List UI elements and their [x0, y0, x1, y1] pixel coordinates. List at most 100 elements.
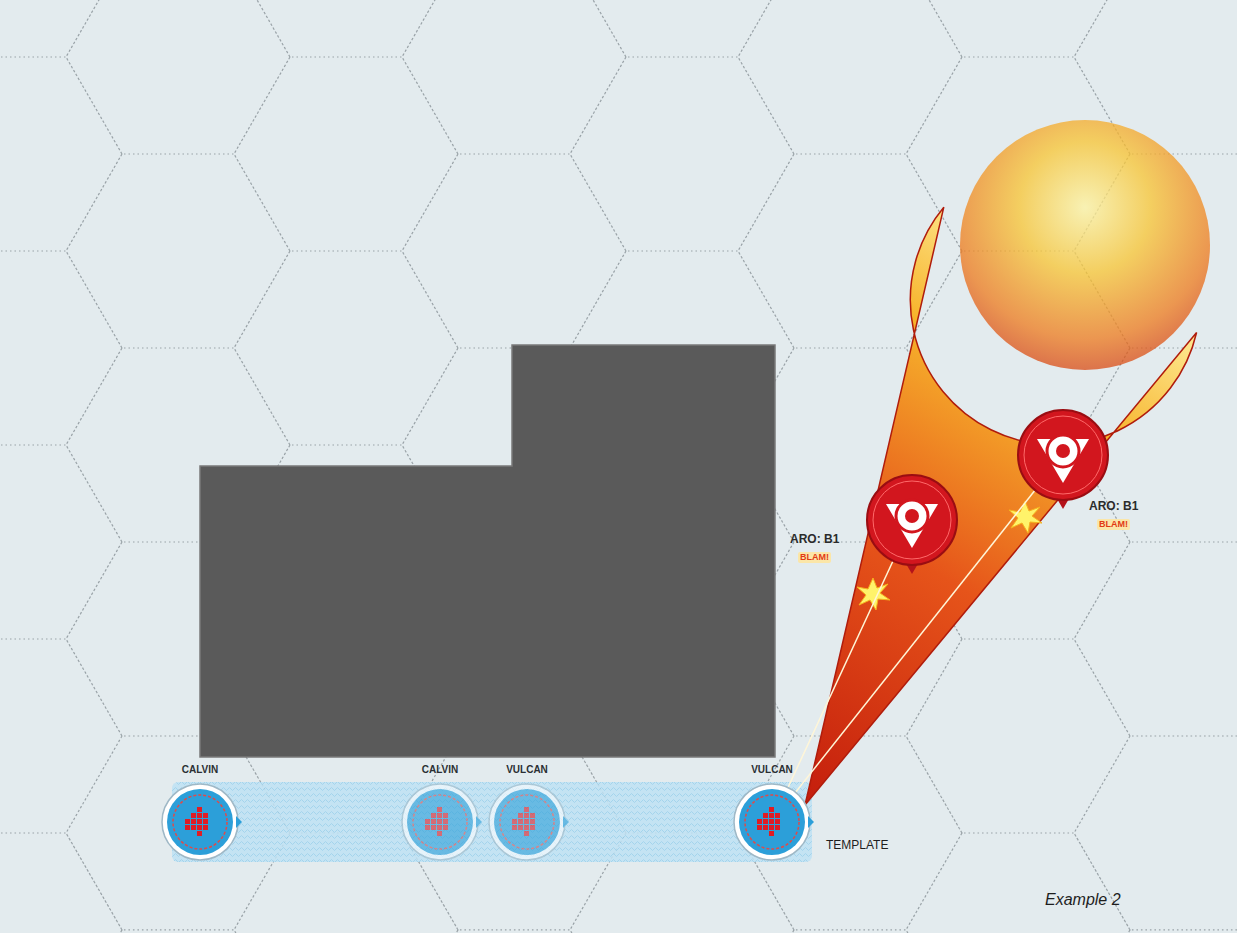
token-icon: [775, 813, 780, 818]
token-icon: [431, 819, 436, 824]
enemy-token: ARO: B1BLAM!: [1016, 408, 1110, 502]
token-icon: [203, 813, 208, 818]
token-icon: [524, 813, 529, 818]
token-icon: [437, 813, 442, 818]
token-icon: [769, 825, 774, 830]
enemy-token: ARO: B1BLAM!: [865, 473, 959, 567]
token-icon: [775, 819, 780, 824]
token-icon: [769, 807, 774, 812]
aro-callout: ARO: B1 BLAM!: [1089, 499, 1138, 531]
token-icon: [203, 819, 208, 824]
token-face: [167, 789, 233, 855]
aro-callout: ARO: B1 BLAM!: [790, 532, 839, 564]
token-icon: [1047, 435, 1079, 467]
token-icon: [191, 825, 196, 830]
example-caption: Example 2: [1045, 891, 1121, 909]
trooper-token: [487, 782, 567, 862]
movement-band: [172, 782, 812, 862]
blam-tag: BLAM!: [798, 552, 831, 563]
token-icon: [437, 807, 442, 812]
token-icon: [443, 813, 448, 818]
token-icon: [518, 819, 523, 824]
token-icon: [443, 825, 448, 830]
facing-marker: [808, 816, 814, 828]
token-face: [867, 475, 957, 565]
facing-marker: [476, 816, 482, 828]
line-of-fire: [788, 561, 893, 788]
token-icon: [197, 813, 202, 818]
facing-marker: [236, 816, 242, 828]
token-icon: [431, 825, 436, 830]
token-face: [407, 789, 473, 855]
token-icon: [905, 509, 919, 523]
aro-label: ARO: B1: [1089, 499, 1138, 513]
token-icon: [512, 819, 517, 824]
trooper-token: [160, 782, 240, 862]
token-ring: [500, 795, 554, 849]
token-icon: [763, 813, 768, 818]
token-icon: [524, 825, 529, 830]
token-rim: [489, 784, 565, 860]
trooper-token: VULCAN: [487, 760, 567, 862]
token-icon: [437, 819, 442, 824]
token-icon: [518, 825, 523, 830]
token-icon: [518, 813, 523, 818]
token-icon: [437, 825, 442, 830]
token-icon: [197, 825, 202, 830]
token-icon: [530, 825, 535, 830]
token-icon: [203, 825, 208, 830]
token-face: [739, 789, 805, 855]
token-icon: [769, 819, 774, 824]
flame-glow: [960, 120, 1210, 370]
token-icon: [769, 813, 774, 818]
token-icon: [512, 825, 517, 830]
trooper-token: [732, 782, 812, 862]
trooper-token: VULCAN: [732, 760, 812, 862]
token-icon: [896, 500, 928, 532]
trooper-name: VULCAN: [732, 764, 812, 776]
token-icon: [197, 819, 202, 824]
enemy-token: [865, 473, 959, 577]
token-icon: [757, 819, 762, 824]
token-icon: [763, 825, 768, 830]
aro-label: ARO: B1: [790, 532, 839, 546]
token-icon: [757, 825, 762, 830]
trooper-token: [400, 782, 480, 862]
trooper-token: CALVIN: [160, 760, 240, 862]
token-icon: [185, 825, 190, 830]
token-ring: [1024, 416, 1102, 494]
token-icon: [775, 825, 780, 830]
token-icon: [530, 819, 535, 824]
token-icon: [524, 831, 529, 836]
token-ring: [873, 481, 951, 559]
token-rim: [402, 784, 478, 860]
token-icon: [185, 819, 190, 824]
token-icon: [524, 807, 529, 812]
token-icon: [530, 813, 535, 818]
trooper-name: VULCAN: [487, 764, 567, 776]
token-icon: [763, 819, 768, 824]
trooper-name: CALVIN: [400, 764, 480, 776]
token-ring: [413, 795, 467, 849]
facing-marker: [563, 816, 569, 828]
token-ring: [745, 795, 799, 849]
token-icon: [425, 819, 430, 824]
token-icon: [524, 819, 529, 824]
template-label: TEMPLATE: [826, 838, 888, 852]
token-icon: [443, 819, 448, 824]
token-icon: [197, 831, 202, 836]
token-icon: [197, 807, 202, 812]
token-icon: [769, 831, 774, 836]
token-icon: [431, 813, 436, 818]
token-icon: [425, 825, 430, 830]
blam-tag: BLAM!: [1097, 519, 1130, 530]
token-rim: [734, 784, 810, 860]
token-rim: [162, 784, 238, 860]
trooper-token: CALVIN: [400, 760, 480, 862]
token-face: [1018, 410, 1108, 500]
token-face: [494, 789, 560, 855]
building: [200, 345, 775, 757]
token-icon: [1056, 444, 1070, 458]
